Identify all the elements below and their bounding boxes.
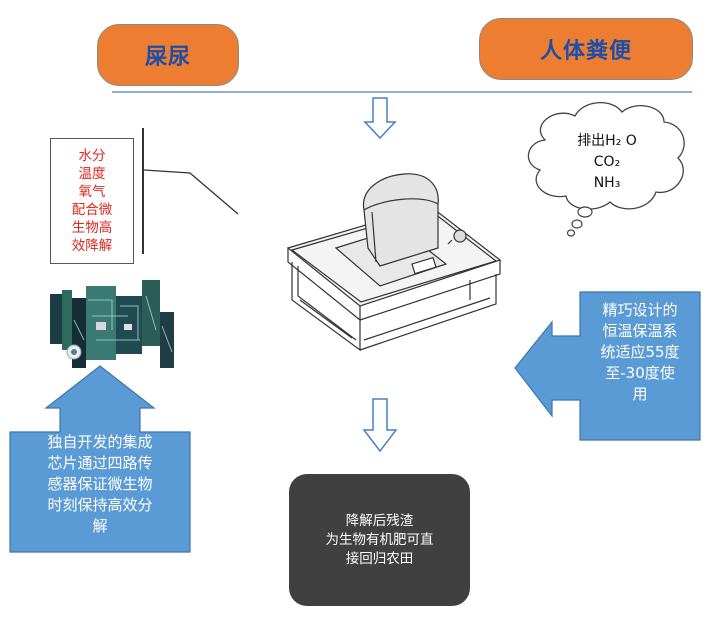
factor-item: 温度 bbox=[78, 166, 106, 182]
callout-line: 时刻保持高效分 bbox=[47, 496, 153, 514]
right-callout-shape bbox=[514, 291, 701, 441]
gas-line-h2o: 排出H₂ O bbox=[577, 133, 637, 149]
factor-item: 氧气 bbox=[78, 184, 106, 200]
callout-line: 恒温保温系 bbox=[602, 322, 678, 340]
callout-line: 解 bbox=[92, 517, 108, 535]
factor-box-rule bbox=[142, 128, 144, 254]
composting-machine-drawing bbox=[286, 173, 502, 352]
result-line: 降解后残渣 bbox=[345, 512, 414, 529]
callout-line: 感器保证微生物 bbox=[47, 475, 153, 493]
left-callout-shape bbox=[9, 365, 191, 553]
down-arrow-icon-bottom bbox=[362, 398, 398, 453]
factor-item: 效降解 bbox=[71, 238, 113, 254]
down-arrow-icon-top bbox=[363, 97, 397, 140]
thermal-system-callout: 精巧设计的 恒温保温系 统适应55度 至-30度使 用 bbox=[585, 300, 695, 405]
connector-line bbox=[143, 169, 239, 215]
circuit-board-image bbox=[50, 280, 174, 368]
callout-line: 用 bbox=[632, 385, 648, 403]
source-label-feces: 人体粪便 bbox=[479, 18, 693, 80]
gas-line-co2: CO₂ bbox=[593, 154, 621, 170]
thought-cloud-icon bbox=[527, 101, 685, 237]
result-box: 降解后残渣 为生物有机肥可直 接回归农田 bbox=[289, 474, 470, 606]
chip-sensor-callout: 独自开发的集成 芯片通过四路传 感器保证微生物 时刻保持高效分 解 bbox=[14, 432, 186, 537]
callout-line: 芯片通过四路传 bbox=[47, 454, 153, 472]
callout-line: 统适应55度 bbox=[600, 343, 680, 361]
factor-item: 配合微 bbox=[71, 202, 113, 218]
gas-line-nh3: NH₃ bbox=[593, 175, 621, 191]
callout-line: 至-30度使 bbox=[605, 364, 675, 382]
factor-list: 水分 温度 氧气 配合微 生物高 效降解 bbox=[50, 138, 134, 264]
factor-item: 水分 bbox=[78, 148, 106, 164]
result-line: 为生物有机肥可直 bbox=[325, 531, 434, 548]
callout-line: 精巧设计的 bbox=[602, 301, 678, 319]
source-label-urine: 屎尿 bbox=[97, 24, 239, 86]
result-line: 接回归农田 bbox=[345, 550, 414, 567]
divider-line bbox=[112, 91, 692, 93]
callout-line: 独自开发的集成 bbox=[47, 433, 153, 451]
emission-gases: 排出H₂ O CO₂ NH₃ bbox=[547, 131, 667, 194]
factor-item: 生物高 bbox=[71, 220, 113, 236]
